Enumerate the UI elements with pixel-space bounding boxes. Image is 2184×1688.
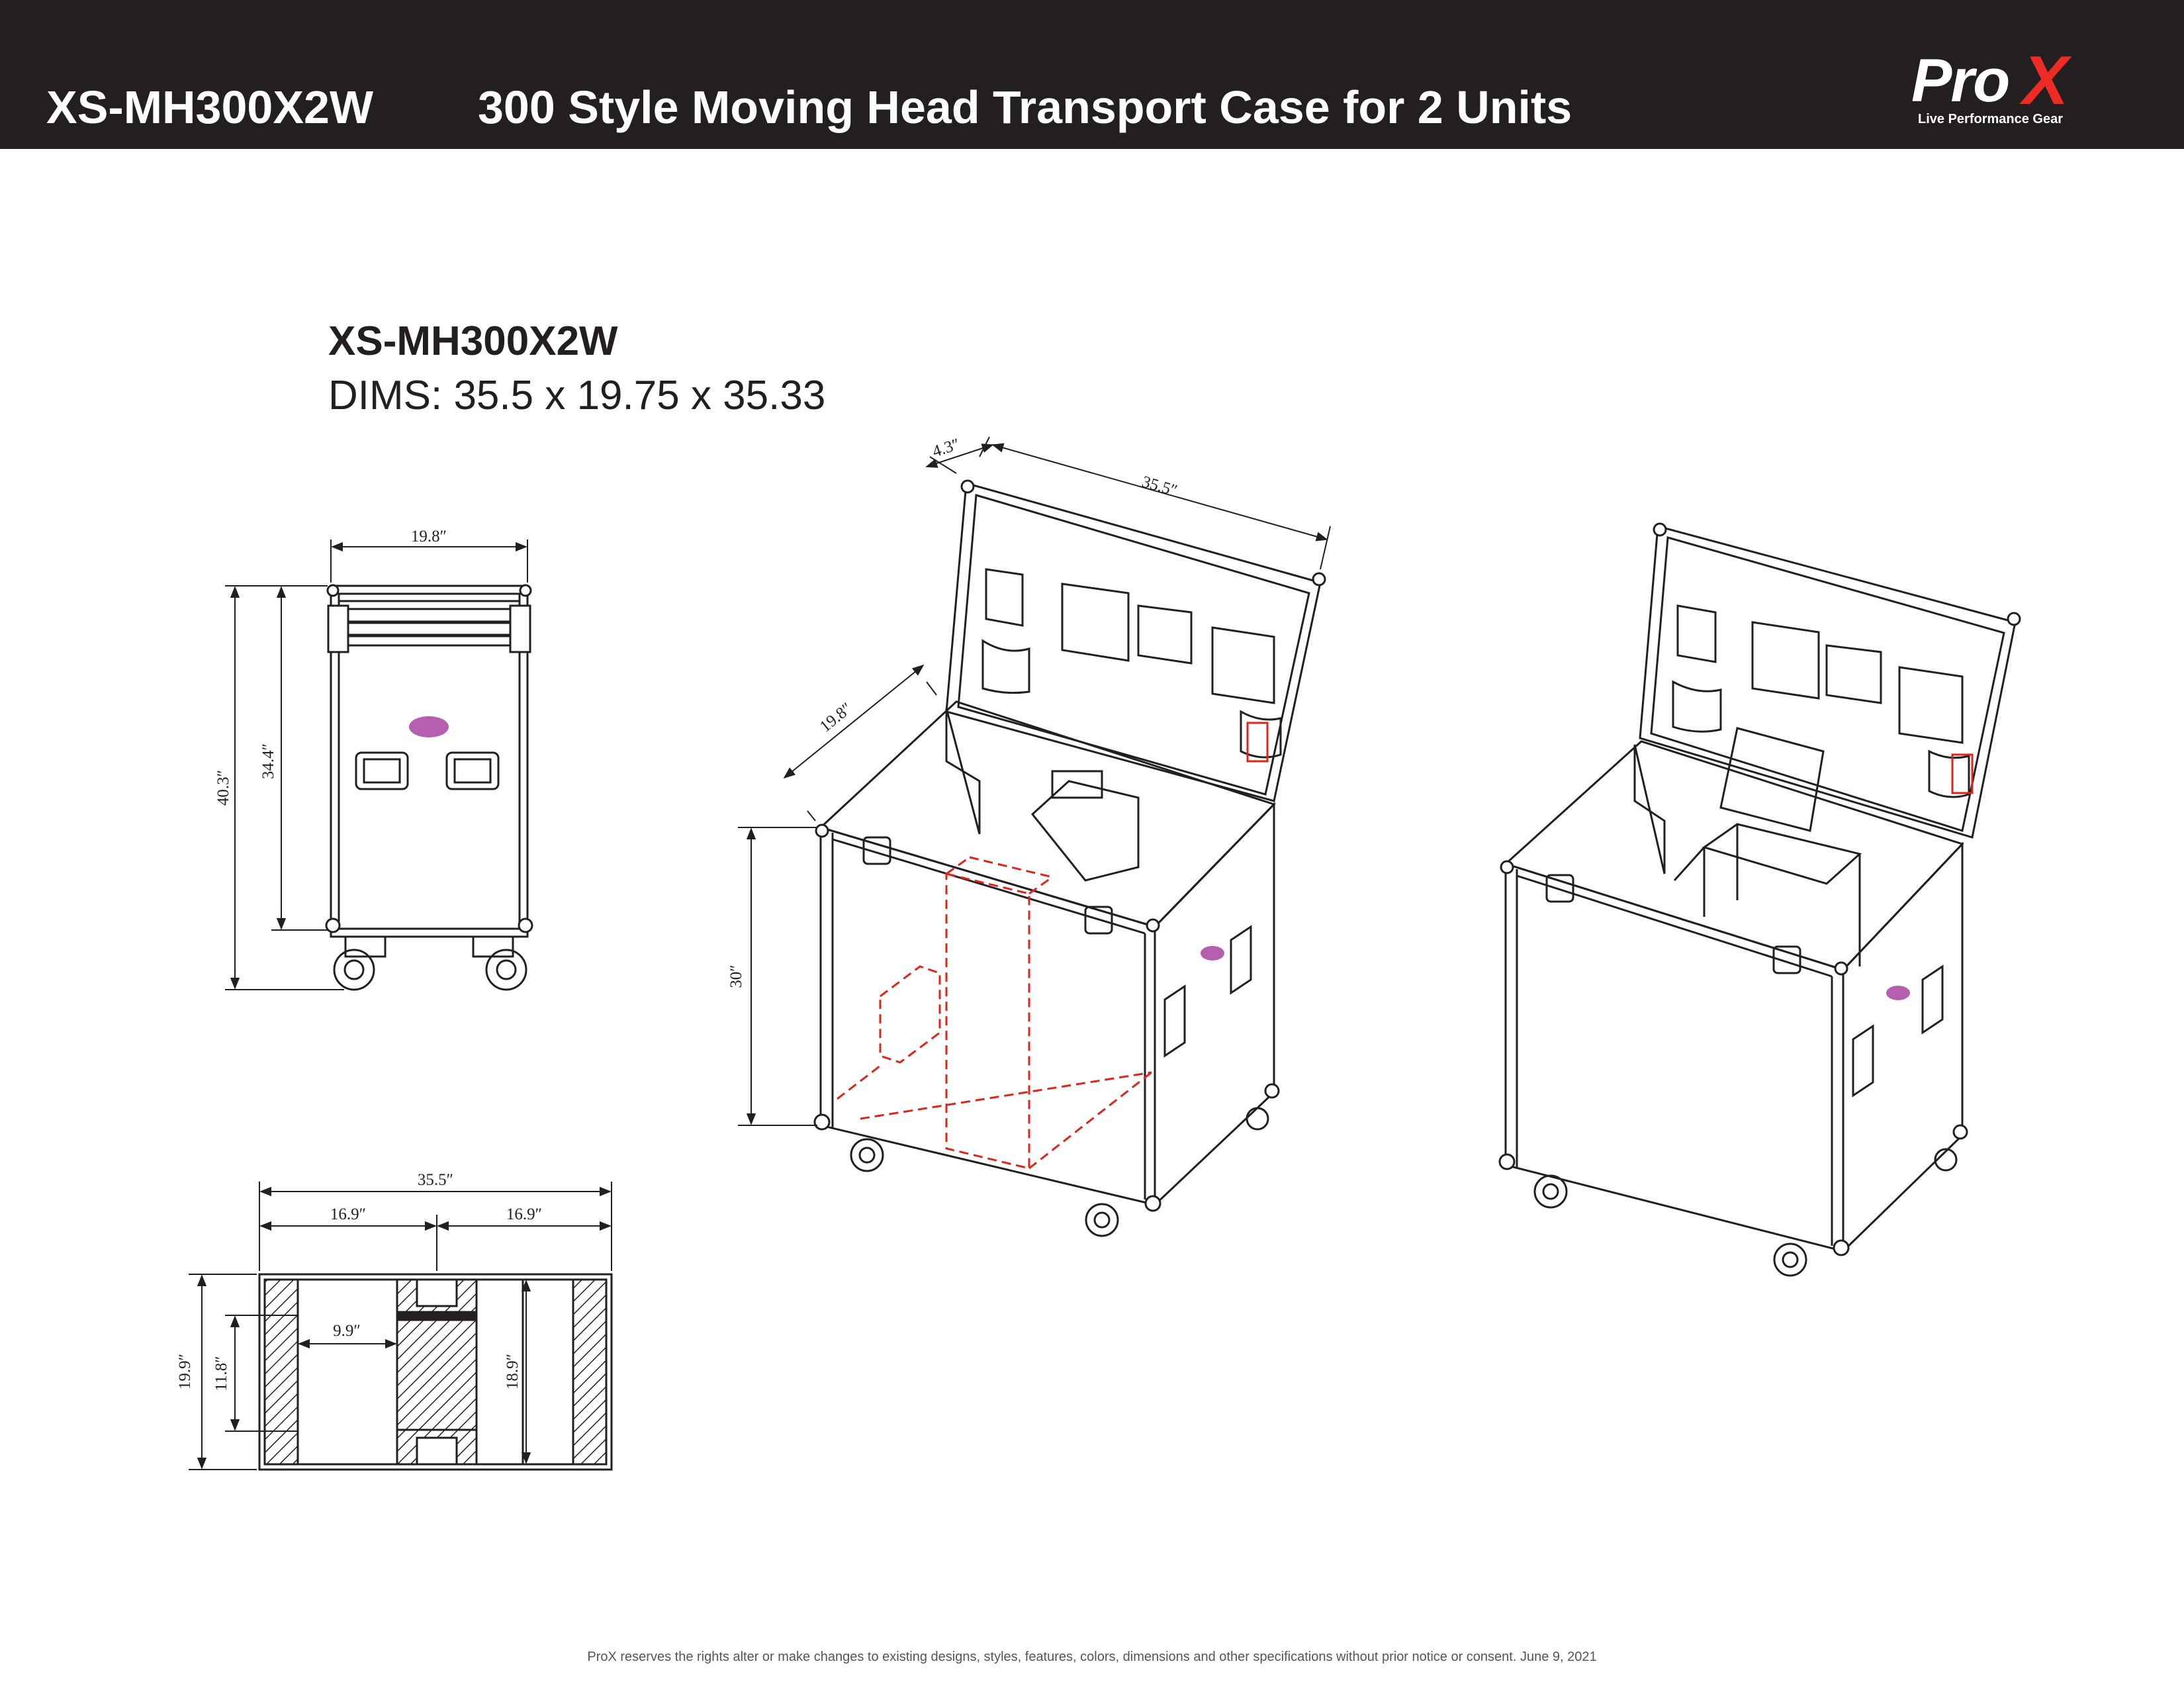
- top-length-label: 35.5″: [418, 1171, 453, 1189]
- logo-pro: Pro: [1911, 47, 2010, 115]
- side-logo-badge: [409, 716, 449, 737]
- iso1-hidden-lines: [837, 856, 1152, 1170]
- top-view: [258, 1273, 613, 1471]
- side-height-total-label: 40.3″: [214, 770, 232, 806]
- prox-logo: Pro X Live Performance Gear: [1906, 42, 2118, 127]
- top-inner-depth-right-label: 18.9″: [504, 1354, 522, 1389]
- iso1-height-label: 30″: [727, 964, 745, 988]
- iso1-dims: [738, 436, 1331, 1126]
- spec-model: XS-MH300X2W: [328, 318, 618, 364]
- side-width-label: 19.8″: [411, 528, 447, 545]
- iso1-length-label: 35.5″: [1140, 473, 1179, 500]
- spec-dims: DIMS: 35.5 x 19.75 x 35.33: [328, 373, 826, 418]
- logo-tagline: Live Performance Gear: [1918, 112, 2063, 126]
- footer-disclaimer: ProX reserves the rights alter or make c…: [587, 1650, 1597, 1664]
- side-view: [325, 584, 533, 991]
- header-bar: XS-MH300X2W 300 Style Moving Head Transp…: [0, 0, 2184, 149]
- top-left-section-label: 16.9″: [330, 1205, 366, 1223]
- iso-view-open: [813, 479, 1326, 1237]
- iso1-depth-label: 19.8″: [817, 700, 856, 736]
- top-right-section-label: 16.9″: [506, 1205, 542, 1223]
- iso2-logo-badge: [1886, 986, 1910, 1000]
- top-inner-depth-left-label: 11.8″: [212, 1356, 230, 1391]
- top-depth-label: 19.9″: [176, 1354, 194, 1389]
- top-inner-width-label: 9.9″: [333, 1322, 361, 1340]
- iso-view-open-with-lid-tray: [1498, 522, 2021, 1277]
- iso1-red-marker: [1246, 722, 1269, 763]
- logo-x: X: [2023, 42, 2069, 119]
- iso1-logo-badge: [1201, 946, 1224, 961]
- side-height-body-label: 34.4″: [259, 743, 277, 779]
- top-view-dims: [189, 1182, 612, 1470]
- header-model: XS-MH300X2W: [46, 81, 374, 133]
- header-title: 300 Style Moving Head Transport Case for…: [478, 81, 1572, 133]
- side-view-dims: [225, 539, 528, 990]
- iso2-red-marker: [1951, 753, 1974, 794]
